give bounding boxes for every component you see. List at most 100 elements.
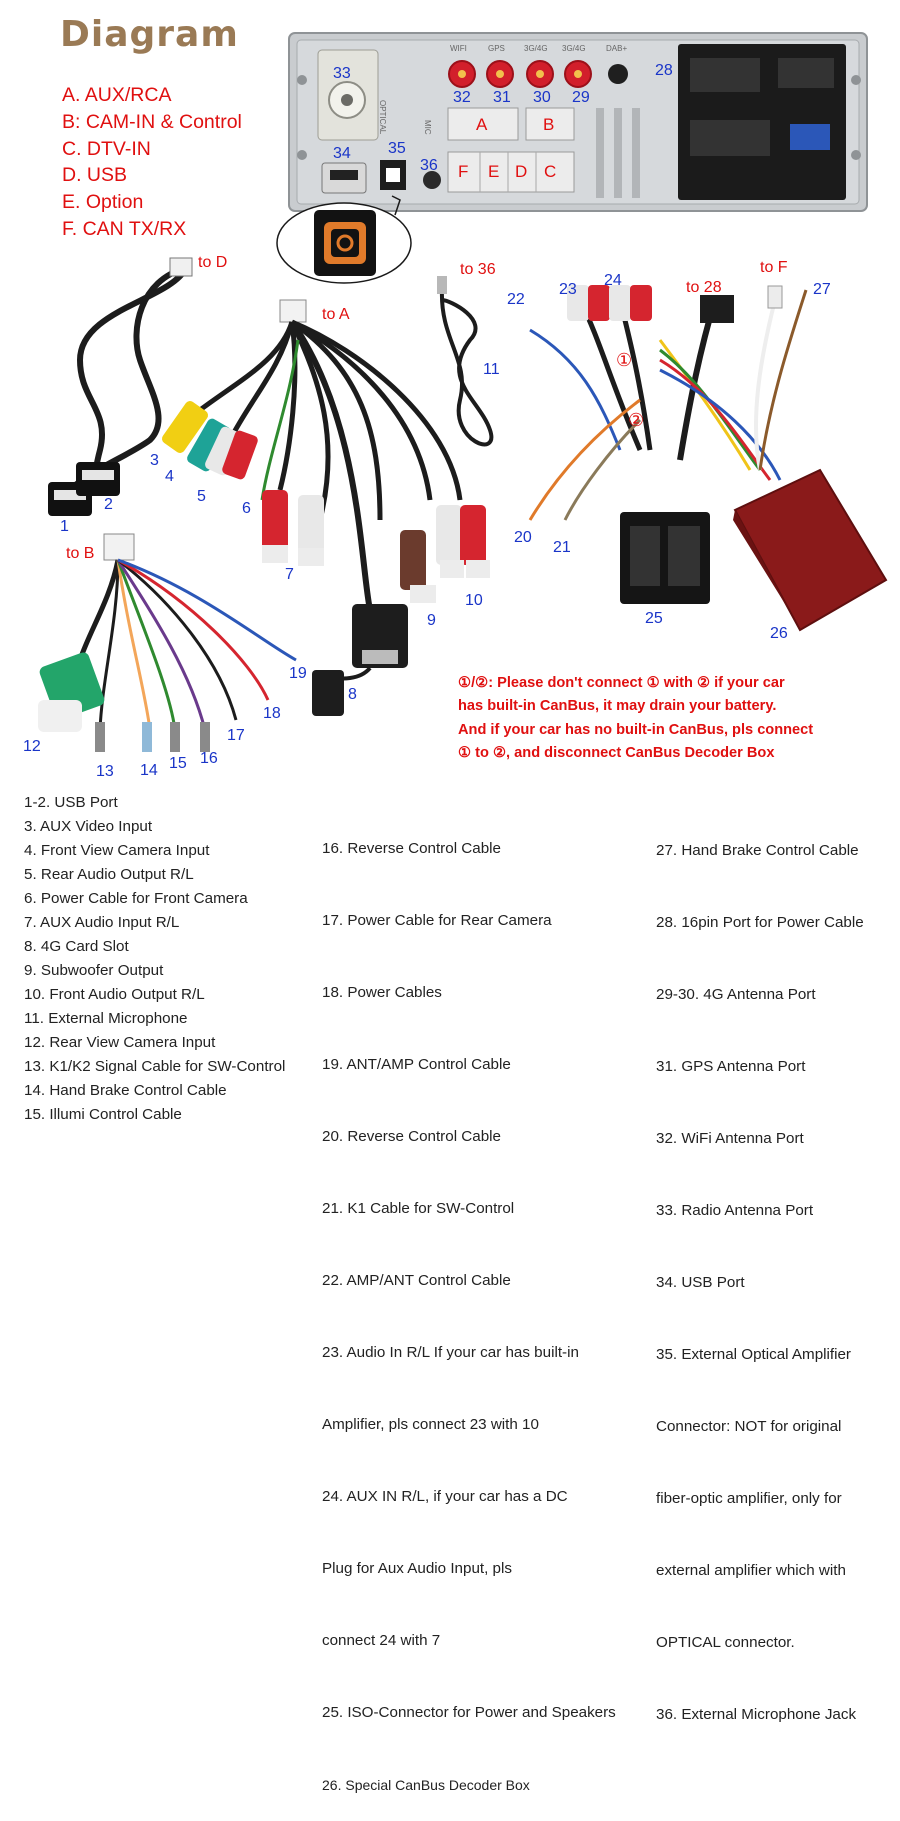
to-f-label: to F bbox=[760, 259, 788, 276]
callout-22: 22 bbox=[507, 291, 525, 308]
callout-3: 3 bbox=[150, 452, 159, 469]
description-item: 33. Radio Antenna Port bbox=[656, 1202, 814, 1219]
to-b-label: to B bbox=[66, 545, 95, 562]
description-item: 9. Subwoofer Output bbox=[24, 962, 164, 979]
callout-30: 30 bbox=[533, 89, 551, 106]
description-item: connect 24 with 7 bbox=[322, 1632, 441, 1649]
description-item: 11. External Microphone bbox=[24, 1010, 188, 1027]
description-item: 26. Special CanBus Decoder Box bbox=[322, 1777, 530, 1793]
callout-1: 1 bbox=[60, 518, 69, 535]
description-item: fiber-optic amplifier, only for bbox=[656, 1490, 842, 1507]
to-d-label: to D bbox=[198, 254, 228, 271]
description-item: 34. USB Port bbox=[656, 1274, 745, 1291]
callout-24: 24 bbox=[604, 272, 622, 289]
callout-8: 8 bbox=[348, 686, 357, 703]
description-item: 3. AUX Video Input bbox=[24, 818, 153, 835]
callout-18: 18 bbox=[263, 705, 281, 722]
to-36-label: to 36 bbox=[460, 261, 496, 278]
description-item: 25. ISO-Connector for Power and Speakers bbox=[322, 1704, 616, 1721]
external-microphone bbox=[437, 276, 494, 447]
antenna-label-gps: GPS bbox=[488, 44, 505, 53]
head-unit-back-panel bbox=[288, 32, 868, 212]
callout-34: 34 bbox=[333, 145, 351, 162]
callout-16: 16 bbox=[200, 750, 218, 767]
wiring-illustration bbox=[38, 32, 888, 752]
description-item: 32. WiFi Antenna Port bbox=[656, 1130, 804, 1147]
optical-text: OPTICAL bbox=[378, 100, 387, 135]
description-item: 23. Audio In R/L If your car has built-i… bbox=[322, 1344, 579, 1361]
callout-12: 12 bbox=[23, 738, 41, 755]
usb-cables bbox=[48, 257, 193, 516]
port-letter-b: B bbox=[543, 115, 555, 134]
legend-item-c: C. DTV-IN bbox=[62, 137, 151, 160]
antenna-label-wifi: WIFI bbox=[450, 44, 467, 53]
port-legend: A. AUX/RCA B: CAM-IN & Control C. DTV-IN… bbox=[62, 82, 242, 243]
description-item: 13. K1/K2 Signal Cable for SW-Control bbox=[24, 1058, 286, 1075]
description-item: 17. Power Cable for Rear Camera bbox=[322, 912, 552, 929]
antenna-label-dab: DAB+ bbox=[606, 44, 628, 53]
antenna-label-4g-2: 3G/4G bbox=[562, 44, 586, 53]
description-item: 29-30. 4G Antenna Port bbox=[656, 986, 816, 1003]
warning-line: And if your car has no built-in CanBus, … bbox=[458, 721, 814, 738]
callout-17: 17 bbox=[227, 727, 245, 744]
callout-13: 13 bbox=[96, 763, 114, 780]
radio-antenna-port bbox=[317, 49, 379, 141]
callout-9: 9 bbox=[427, 612, 436, 629]
callout-25: 25 bbox=[645, 610, 663, 627]
usb-port bbox=[321, 162, 367, 194]
callout-26: 26 bbox=[770, 625, 788, 642]
description-item: 36. External Microphone Jack bbox=[656, 1706, 857, 1723]
legend-item-f: F. CAN TX/RX bbox=[62, 217, 187, 240]
power-connector-block bbox=[678, 44, 846, 200]
description-item: OPTICAL connector. bbox=[656, 1634, 795, 1651]
description-item: 8. 4G Card Slot bbox=[24, 938, 129, 955]
description-item: 20. Reverse Control Cable bbox=[322, 1128, 501, 1145]
description-item: 18. Power Cables bbox=[322, 984, 442, 1001]
description-item: 19. ANT/AMP Control Cable bbox=[322, 1056, 511, 1073]
description-item: 22. AMP/ANT Control Cable bbox=[322, 1272, 511, 1289]
description-item: Amplifier, pls connect 23 with 10 bbox=[322, 1416, 539, 1433]
description-item: 15. Illumi Control Cable bbox=[24, 1106, 182, 1123]
callout-7: 7 bbox=[285, 566, 294, 583]
description-item: 7. AUX Audio Input R/L bbox=[24, 914, 180, 931]
legend-item-e: E. Option bbox=[62, 191, 144, 214]
mic-jack bbox=[423, 171, 441, 189]
description-item: 6. Power Cable for Front Camera bbox=[24, 890, 248, 907]
optical-zoom-bubble bbox=[276, 195, 412, 284]
description-item: 10. Front Audio Output R/L bbox=[24, 986, 205, 1003]
callout-36: 36 bbox=[420, 157, 438, 174]
description-item: 4. Front View Camera Input bbox=[24, 842, 210, 859]
antenna-connectors bbox=[448, 60, 628, 88]
legend-item-a: A. AUX/RCA bbox=[62, 84, 172, 106]
callout-20: 20 bbox=[514, 529, 532, 546]
description-item: 31. GPS Antenna Port bbox=[656, 1058, 806, 1075]
description-item: 35. External Optical Amplifier bbox=[656, 1346, 851, 1363]
port-letter-f: F bbox=[458, 162, 469, 181]
callout-19: 19 bbox=[289, 665, 307, 682]
callout-21: 21 bbox=[553, 539, 571, 556]
antenna-label-4g-1: 3G/4G bbox=[524, 44, 548, 53]
port-letter-a: A bbox=[476, 115, 488, 134]
description-item: 28. 16pin Port for Power Cable bbox=[656, 914, 864, 931]
description-column-1: 1-2. USB Port 3. AUX Video Input 4. Fron… bbox=[24, 791, 285, 1127]
callout-31: 31 bbox=[493, 89, 511, 106]
description-item: 24. AUX IN R/L, if your car has a DC bbox=[322, 1488, 568, 1505]
description-item: Plug for Aux Audio Input, pls bbox=[322, 1560, 512, 1577]
diagram-title: Diagram bbox=[60, 14, 239, 55]
description-column-3: 27. Hand Brake Control Cable 28. 16pin P… bbox=[656, 791, 864, 1751]
circle-mark-2: ② bbox=[628, 410, 645, 430]
description-item: 1-2. USB Port bbox=[24, 794, 118, 811]
port-letter-c: C bbox=[544, 162, 557, 181]
legend-item-b: B: CAM-IN & Control bbox=[62, 110, 242, 133]
port-letter-e: E bbox=[488, 162, 500, 181]
callout-28: 28 bbox=[655, 62, 673, 79]
canbus-harness bbox=[528, 285, 888, 632]
callout-11: 11 bbox=[483, 361, 500, 378]
callout-15: 15 bbox=[169, 755, 187, 772]
legend-item-d: D. USB bbox=[62, 164, 128, 187]
description-item: external amplifier which with bbox=[656, 1562, 846, 1579]
description-item: 12. Rear View Camera Input bbox=[24, 1034, 216, 1051]
to-a-label: to A bbox=[322, 306, 350, 323]
circle-mark-1: ① bbox=[616, 350, 633, 370]
mic-text: MIC bbox=[423, 120, 432, 135]
